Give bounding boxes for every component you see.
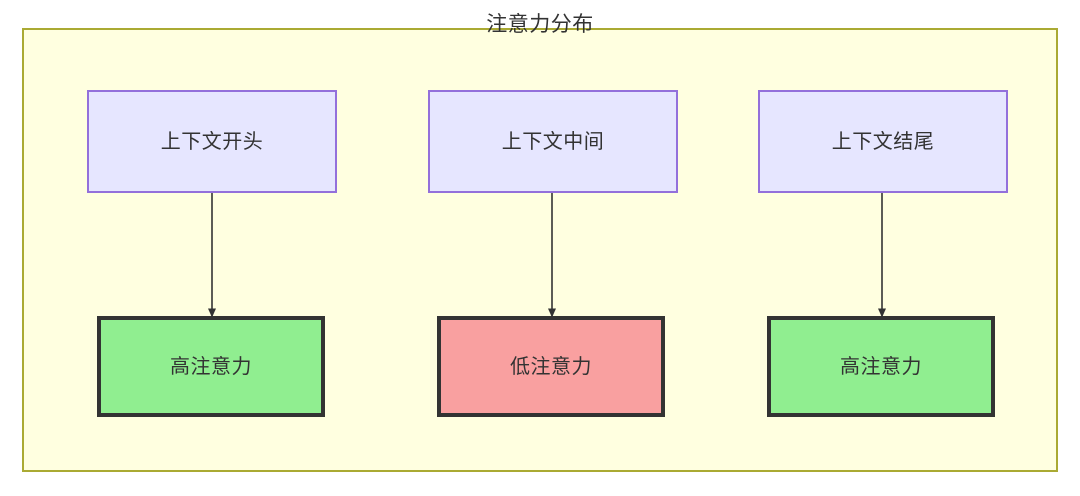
node-attention-start[interactable]: 高注意力 (97, 316, 325, 417)
node-attention-middle[interactable]: 低注意力 (437, 316, 665, 417)
node-context-middle-label: 上下文中间 (501, 130, 605, 153)
cluster-title: 注意力分布 (486, 13, 594, 36)
node-context-start[interactable]: 上下文开头 (87, 90, 337, 193)
node-attention-end-label: 高注意力 (840, 355, 922, 378)
node-context-end[interactable]: 上下文结尾 (758, 90, 1008, 193)
node-attention-end[interactable]: 高注意力 (767, 316, 995, 417)
node-context-end-label: 上下文结尾 (831, 130, 935, 153)
node-attention-start-label: 高注意力 (170, 355, 252, 378)
node-context-start-label: 上下文开头 (160, 130, 264, 153)
node-attention-middle-label: 低注意力 (510, 355, 592, 378)
node-context-middle[interactable]: 上下文中间 (428, 90, 678, 193)
